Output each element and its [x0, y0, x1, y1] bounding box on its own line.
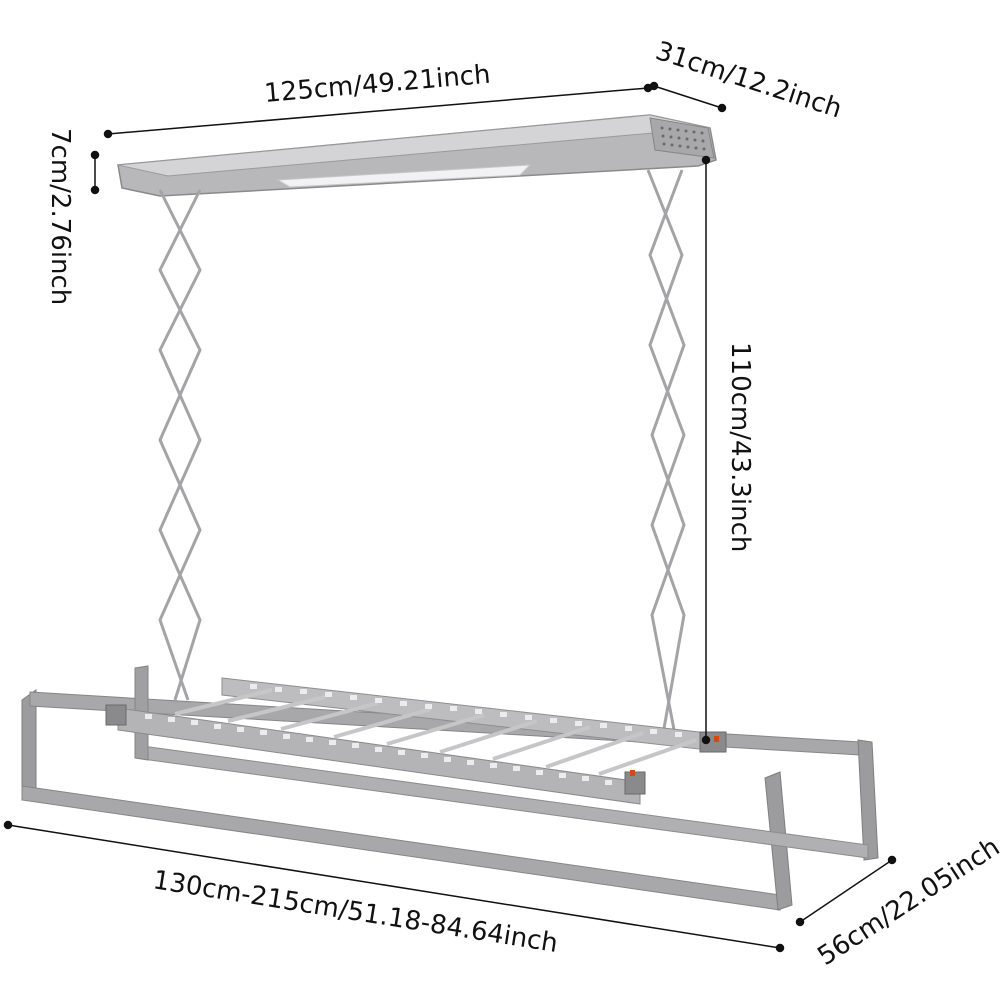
label-top-width: 125cm/49.21inch	[263, 60, 492, 109]
rack-front-rail-holes	[145, 714, 612, 785]
label-rack-width: 130cm-215cm/51.18-84.64inch	[151, 865, 560, 959]
rack-crossbars	[174, 688, 697, 776]
dimension-top-height-line	[90, 150, 100, 195]
rack-back-rail-holes	[250, 684, 682, 737]
rack-side-bar-right	[857, 739, 879, 861]
dimension-top-depth-line	[649, 81, 727, 113]
ceiling-housing	[117, 114, 717, 197]
housing-vent-grille	[660, 126, 706, 151]
rack-indicator-light	[630, 770, 635, 776]
rack-outer-bar-front	[21, 785, 781, 911]
right-scissor-arm	[646, 169, 686, 741]
label-drop-height: 110cm/43.3inch	[725, 342, 755, 552]
rack-indicator-light	[714, 736, 719, 742]
dimension-drop-height-line	[701, 155, 711, 745]
dimension-rack-depth-line	[795, 855, 897, 927]
left-scissor-arm	[158, 189, 202, 701]
dimension-rack-width-line	[3, 820, 785, 953]
label-top-height: 7cm/2.76inch	[45, 128, 75, 305]
dimension-lines	[3, 81, 897, 953]
drying-rack	[21, 665, 879, 911]
label-top-depth: 31cm/12.2inch	[652, 36, 846, 124]
